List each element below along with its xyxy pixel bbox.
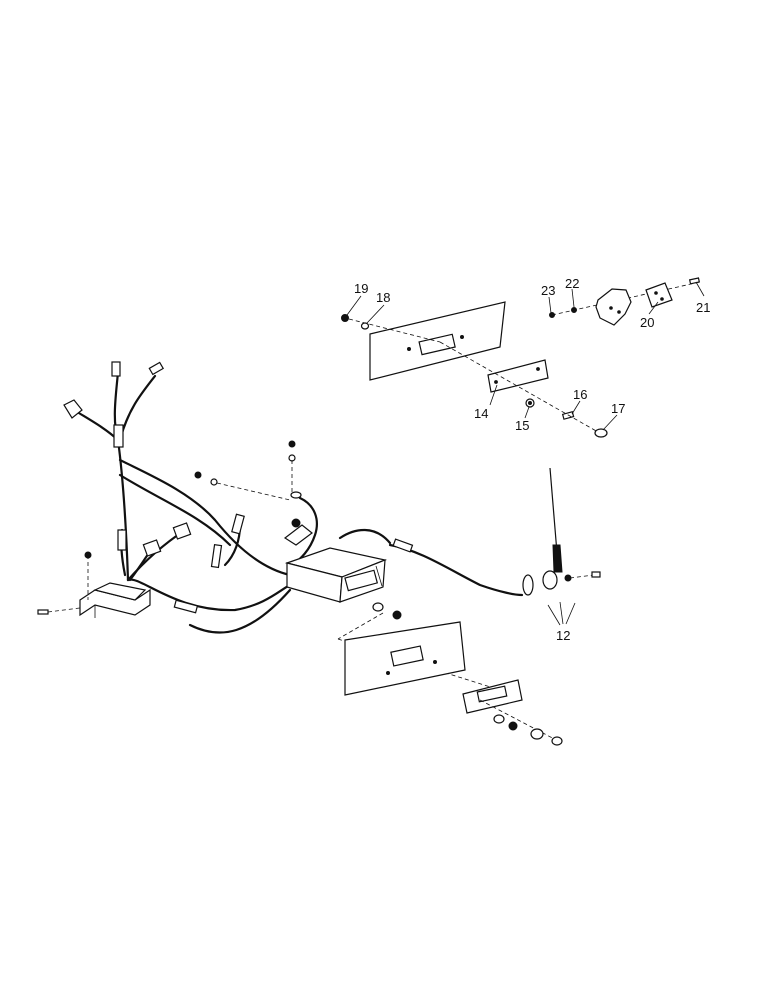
radio-unit: [284, 547, 402, 620]
connector-sleeve: [117, 529, 127, 551]
washer-18: [360, 322, 370, 330]
callout-19: 19: [354, 281, 368, 296]
screw-16: [561, 411, 575, 420]
nut-19: [341, 314, 349, 322]
screw-21: [688, 277, 701, 285]
leader-lines: [346, 281, 705, 626]
mounting-plate-20: [645, 282, 673, 308]
central-fasteners: [194, 440, 313, 546]
antenna-assembly: [522, 467, 601, 596]
connector-pin: [148, 361, 165, 376]
callout-17: 17: [611, 401, 625, 416]
nut-23: [549, 312, 555, 318]
upper-panel-assembly: [341, 301, 608, 438]
callout-14: 14: [474, 406, 488, 421]
connector-sleeve: [231, 513, 245, 535]
callout-16: 16: [573, 387, 587, 402]
connector-sleeve: [210, 544, 223, 569]
callout-20: 20: [640, 315, 654, 330]
lower-panel-assembly: [337, 612, 563, 746]
callout-12: 12: [556, 628, 570, 643]
connector-block: [172, 522, 192, 540]
bezel-plate-14: [487, 359, 549, 393]
strap-clip: [283, 524, 313, 546]
connector-pin: [111, 361, 121, 377]
callout-23: 23: [541, 283, 555, 298]
lower-dash-panel: [344, 621, 466, 696]
connector-block: [142, 539, 162, 557]
bracket-plate: [595, 288, 632, 326]
washer-22: [571, 307, 577, 313]
connector-sleeve: [392, 538, 414, 553]
inline-fuse: [113, 424, 124, 448]
mounting-bracket: [37, 551, 151, 618]
knob-17: [594, 428, 608, 438]
speaker-bracket-assembly: [549, 277, 701, 326]
upper-panel-cutout: [418, 333, 456, 356]
connector-sleeve: [173, 599, 199, 614]
lower-bezel-plate: [462, 679, 523, 714]
callout-15: 15: [515, 418, 529, 433]
callout-21: 21: [696, 300, 710, 315]
connector-plug: [63, 399, 83, 419]
callout-22: 22: [565, 276, 579, 291]
wiring-harness: [63, 361, 524, 634]
callout-18: 18: [376, 290, 390, 305]
callout-labels: 19 18 14 15 16 17 23 22 20 21 12: [354, 276, 710, 643]
